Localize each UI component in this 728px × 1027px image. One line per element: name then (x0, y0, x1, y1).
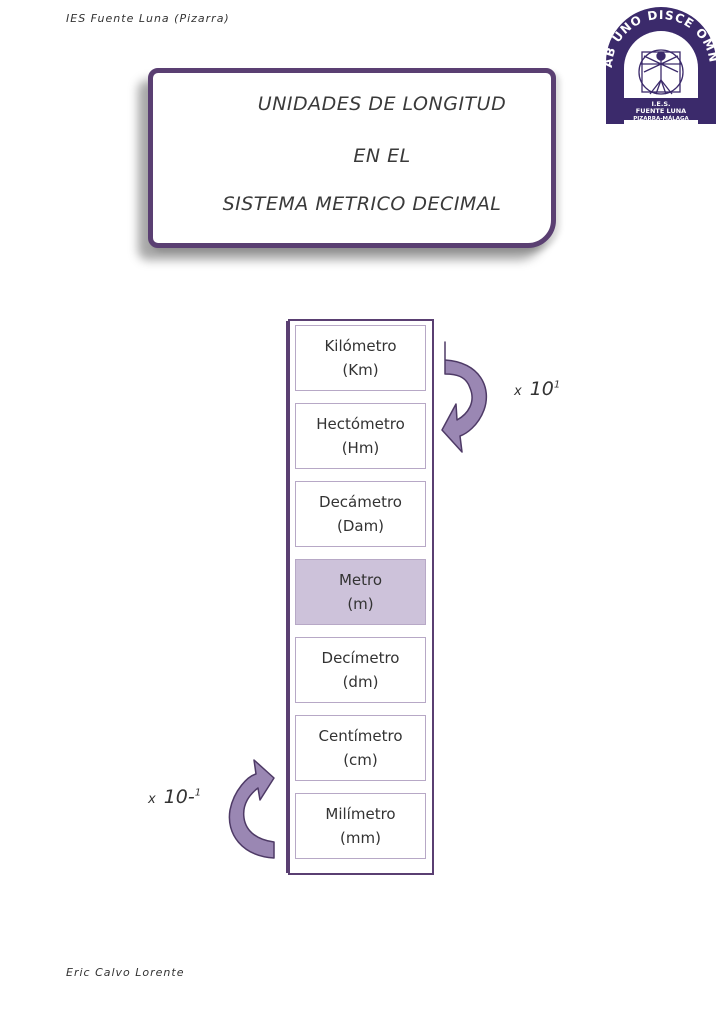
unit-name: Decámetro (319, 493, 402, 511)
unit-cell-hm: Hectómetro (Hm) (295, 403, 426, 469)
multiplier-base: 10- (163, 786, 195, 808)
unit-cell-dm: Decímetro (dm) (295, 637, 426, 703)
multiplier-exponent: 1 (194, 787, 202, 799)
curved-arrow-up-icon (228, 759, 275, 859)
unit-cell-m: Metro (m) (295, 559, 426, 625)
unit-cell-mm: Milímetro (mm) (295, 793, 426, 859)
curved-arrow-down-icon (441, 341, 488, 453)
unit-name: Metro (338, 571, 383, 589)
unit-name: Milímetro (325, 805, 396, 823)
unit-abbr: (cm) (343, 751, 378, 769)
title-line-2: EN EL (353, 145, 411, 167)
unit-abbr: (dm) (342, 673, 379, 691)
unit-name: Hectómetro (316, 415, 405, 433)
times-sign: x (148, 792, 156, 807)
unit-name: Kilómetro (324, 337, 397, 355)
unit-abbr: (Dam) (336, 517, 385, 535)
multiplier-label-up: x 10-1 (148, 786, 201, 808)
multiplier-base: 10 (529, 378, 554, 400)
units-table: Kilómetro (Km) Hectómetro (Hm) Decámetro… (286, 319, 434, 875)
title-frame: UNIDADES DE LONGITUD EN EL SISTEMA METRI… (148, 68, 556, 248)
logo-label-ies: I.E.S. (652, 100, 671, 108)
unit-cell-km: Kilómetro (Km) (295, 325, 426, 391)
title-line-3: SISTEMA METRICO DECIMAL (222, 193, 502, 215)
multiplier-label-down: x 101 (514, 378, 560, 400)
multiplier-exponent: 1 (553, 379, 561, 391)
unit-name: Decímetro (321, 649, 400, 667)
logo-label-name: FUENTE LUNA (636, 107, 686, 115)
page-footer: Eric Calvo Lorente (66, 966, 185, 979)
logo-label-place: PIZARRA-MÁLAGA (633, 115, 689, 122)
unit-cell-dam: Decámetro (Dam) (295, 481, 426, 547)
title-line-1: UNIDADES DE LONGITUD (257, 93, 507, 115)
unit-name: Centímetro (318, 727, 403, 745)
unit-abbr: (Km) (342, 361, 379, 379)
times-sign: x (514, 384, 522, 399)
unit-cell-cm: Centímetro (cm) (295, 715, 426, 781)
school-logo: AB UNO DISCE OMNES I.E.S. FUENTE LUNA PI… (598, 2, 720, 125)
page-header: IES Fuente Luna (Pizarra) (66, 12, 230, 25)
unit-abbr: (mm) (340, 829, 381, 847)
unit-abbr: (Hm) (341, 439, 380, 457)
unit-abbr: (m) (347, 595, 374, 613)
